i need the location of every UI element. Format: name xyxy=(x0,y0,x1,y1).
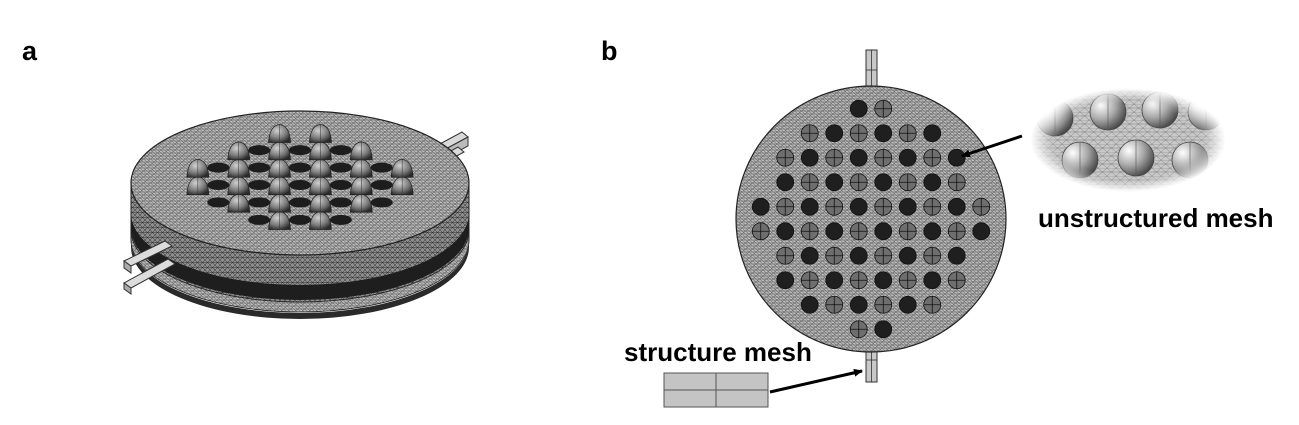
panel-b-label: b xyxy=(601,36,618,66)
hole-dark xyxy=(947,197,966,216)
hole-dark xyxy=(825,271,844,290)
hole-dark xyxy=(776,173,795,192)
hole-dark xyxy=(800,197,819,216)
hole-dark xyxy=(874,271,893,290)
panel-b-disc xyxy=(735,85,1007,353)
hole-dark xyxy=(874,124,893,143)
hole-dark xyxy=(849,295,868,314)
arrow-structure xyxy=(769,368,863,394)
dome-hole xyxy=(289,145,311,156)
hole-dark xyxy=(825,124,844,143)
hole-dark xyxy=(972,222,991,241)
panel-a-label: a xyxy=(22,36,38,66)
hole-dark xyxy=(800,295,819,314)
arrow-unstructured xyxy=(961,134,1023,158)
hole-dark xyxy=(947,246,966,265)
dome-hole xyxy=(329,162,352,173)
hole-dark xyxy=(898,295,917,314)
dome-hole xyxy=(370,180,393,190)
dome-hole xyxy=(207,197,230,208)
hole-dark xyxy=(923,271,942,290)
dome-hole xyxy=(248,180,271,190)
dome-hole xyxy=(370,197,393,208)
dome-hole xyxy=(248,162,271,173)
hole-dark xyxy=(923,173,942,192)
dome-hole xyxy=(248,145,271,156)
hole-dark xyxy=(776,222,795,241)
hole-dark xyxy=(849,148,868,167)
dome-hole xyxy=(289,214,311,225)
structured-mesh-inset xyxy=(663,372,769,408)
panel-a-rod-left xyxy=(123,240,176,295)
hole-dark xyxy=(898,246,917,265)
dome-hole xyxy=(329,214,352,225)
hole-dark xyxy=(898,148,917,167)
panel-b-unstructured-zoom-inset xyxy=(1030,88,1226,192)
hole-dark xyxy=(923,124,942,143)
dome-hole xyxy=(329,145,352,156)
hole-dark xyxy=(751,197,770,216)
hole-dark xyxy=(874,222,893,241)
hole-dark xyxy=(825,222,844,241)
panel-a-dome-array xyxy=(186,124,414,230)
dome-hole xyxy=(370,162,393,173)
dome-hole xyxy=(207,162,230,173)
label-unstructured-mesh: unstructured mesh xyxy=(1038,203,1274,233)
dome-hole xyxy=(207,180,230,190)
hole-dark xyxy=(874,320,893,339)
hole-dark xyxy=(800,246,819,265)
hole-dark xyxy=(874,173,893,192)
hole-dark xyxy=(800,148,819,167)
hole-dark xyxy=(849,197,868,216)
label-structure-mesh: structure mesh xyxy=(624,337,812,367)
dome-hole xyxy=(289,162,311,173)
hole-dark xyxy=(825,173,844,192)
dome-hole xyxy=(248,197,271,208)
hole-dark xyxy=(923,222,942,241)
dome-hole xyxy=(329,180,352,190)
panel-a-reactor-isometric xyxy=(123,110,470,319)
dome-hole xyxy=(329,197,352,208)
hole-dark xyxy=(898,197,917,216)
panel-b-reactor-top-view xyxy=(735,49,1007,383)
dome-hole xyxy=(248,214,271,225)
hole-dark xyxy=(776,271,795,290)
hole-dark xyxy=(947,148,966,167)
hole-dark xyxy=(849,99,868,118)
dome-hole xyxy=(289,197,311,208)
panel-b-hole-grid xyxy=(751,99,991,339)
hole-dark xyxy=(849,246,868,265)
dome-hole xyxy=(289,180,311,190)
